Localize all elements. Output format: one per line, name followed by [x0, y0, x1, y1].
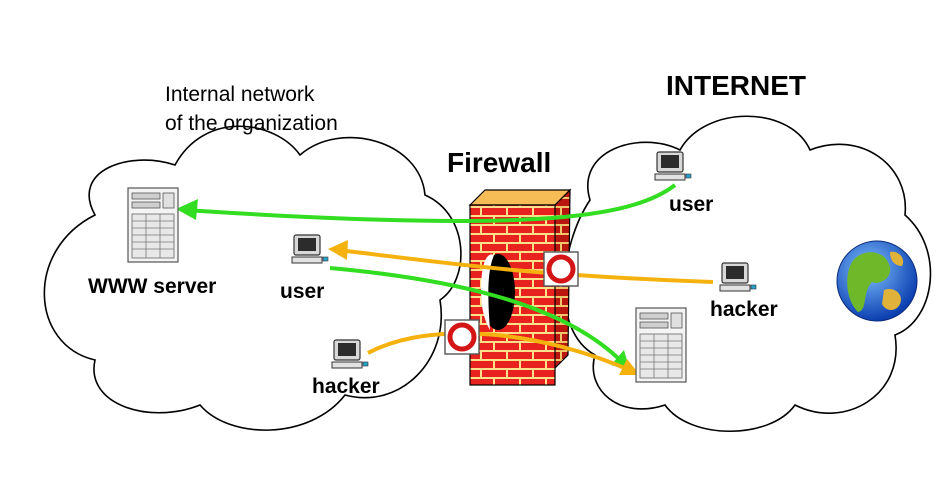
blocked-traffic-arrows	[328, 240, 714, 375]
internet-hacker-label: hacker	[710, 298, 778, 321]
internal-network-title: Internal network	[165, 83, 315, 106]
internal-network-subtitle: of the organization	[165, 112, 338, 135]
www-server-label: WWW server	[88, 275, 216, 298]
block-sign-icon	[445, 320, 479, 354]
internal-user-label: user	[280, 280, 324, 303]
internet-title: INTERNET	[666, 70, 806, 101]
block-sign-icon	[544, 252, 578, 286]
www-server-icon	[127, 187, 179, 263]
internal-hacker-label: hacker	[312, 375, 380, 398]
firewall-label: Firewall	[447, 147, 551, 178]
internet-server-icon	[635, 307, 687, 383]
firewall-wall	[468, 188, 572, 386]
globe-icon	[836, 240, 918, 322]
internet-user-label: user	[669, 193, 713, 216]
